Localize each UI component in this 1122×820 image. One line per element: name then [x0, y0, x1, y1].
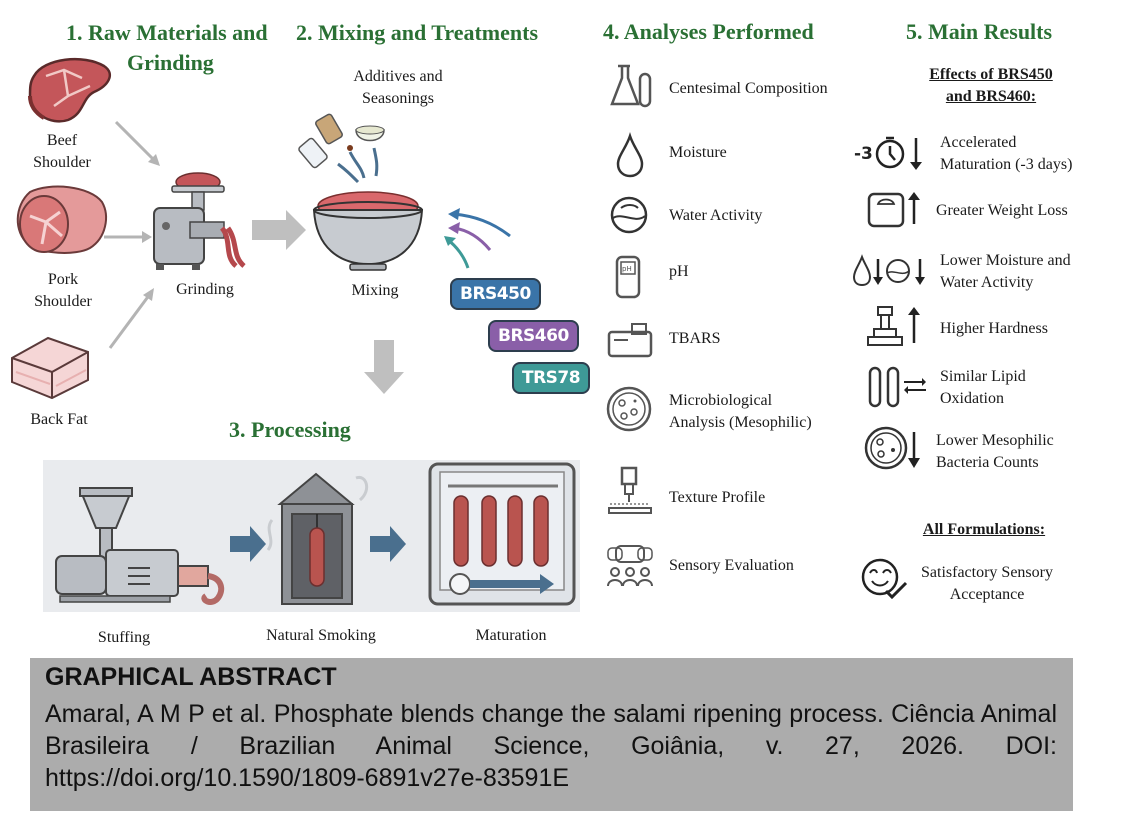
analysis-microbiological-l2: Analysis (Mesophilic)	[669, 414, 812, 431]
analysis-moisture: Moisture	[669, 144, 727, 161]
treatment-badge-brs460: BRS460	[488, 320, 579, 352]
section-4-title: 4. Analyses Performed	[603, 19, 814, 44]
result-accelerated-maturation: Accelerated Maturation (-3 days)	[940, 132, 1072, 176]
beef-label: Beef Shoulder	[22, 130, 102, 174]
meat-grinder-icon	[153, 172, 246, 270]
analysis-centesimal: Centesimal Composition	[669, 80, 828, 97]
svg-text:pH: pH	[622, 265, 632, 273]
result-similar-lipid-l1: Similar Lipid	[940, 368, 1026, 385]
results-subtitle: Effects of BRS450 and BRS460:	[910, 64, 1072, 108]
mixing-bowl-icon	[312, 191, 424, 271]
maturation-label: Maturation	[475, 627, 547, 644]
pork-label-l1: Pork	[47, 271, 79, 288]
result-lower-mesophilic: Lower Mesophilic Bacteria Counts	[936, 430, 1054, 474]
result-similar-lipid-l2: Oxidation	[940, 390, 1004, 407]
analysis-tbars: TBARS	[669, 330, 721, 347]
arrow-smoking-to-maturation	[370, 526, 406, 562]
beef-label-l2: Shoulder	[33, 154, 91, 171]
treatment-badge-trs78: TRS78	[512, 362, 591, 394]
result-lower-mesophilic-l1: Lower Mesophilic	[936, 432, 1054, 449]
hardness-tester-up-icon	[867, 306, 920, 346]
petri-dish-icon	[606, 386, 652, 432]
seasonings-icon	[298, 113, 385, 184]
beef-steak-icon	[28, 57, 112, 123]
result-accelerated-l2: Maturation (-3 days)	[940, 156, 1073, 173]
smokehouse-icon	[266, 472, 369, 605]
analysis-microbiological: Microbiological Analysis (Mesophilic)	[669, 390, 812, 434]
pork-label-l2: Shoulder	[34, 293, 92, 310]
citation-text: Amaral, A M P et al. Phosphate blends ch…	[45, 700, 1057, 792]
result-accelerated-l1: Accelerated	[940, 134, 1017, 151]
section-3-title: 3. Processing	[229, 417, 351, 442]
spectrophotometer-icon	[607, 323, 653, 358]
result-sensory-acceptance: Satisfactory Sensory Acceptance	[912, 562, 1062, 606]
treatment-arrows	[444, 208, 511, 269]
citation-box: GRAPHICAL ABSTRACT Amaral, A M P et al. …	[30, 658, 1073, 811]
results-subtitle-l1: Effects of BRS450	[929, 66, 1053, 83]
additives-label-l1: Additives and	[353, 68, 443, 85]
result-greater-weight-loss: Greater Weight Loss	[936, 202, 1068, 219]
result-lower-moisture-l1: Lower Moisture and	[940, 252, 1071, 269]
arrow-mixing-to-processing	[364, 340, 404, 394]
test-tubes-equal-icon	[868, 366, 926, 408]
sensory-panel-icon	[607, 545, 653, 587]
natural-smoking-label: Natural Smoking	[266, 627, 376, 644]
stuffer-icon	[55, 487, 225, 605]
minus3-badge: -3	[854, 144, 873, 164]
texture-analyzer-icon	[608, 466, 652, 514]
water-activity-icon	[610, 196, 648, 234]
graphical-abstract-title: GRAPHICAL ABSTRACT	[45, 663, 337, 691]
result-higher-hardness: Higher Hardness	[940, 320, 1048, 337]
result-lower-moisture-l2: Water Activity	[940, 274, 1034, 291]
treatment-badge-brs450: BRS450	[450, 278, 541, 310]
analysis-texture: Texture Profile	[669, 489, 766, 506]
analysis-microbiological-l1: Microbiological	[669, 392, 773, 409]
moisture-aw-down-icon	[852, 254, 925, 287]
analysis-sensory: Sensory Evaluation	[669, 557, 794, 574]
grinding-label: Grinding	[176, 281, 234, 298]
result-lower-moisture: Lower Moisture and Water Activity	[940, 250, 1071, 294]
back-fat-label: Back Fat	[30, 411, 88, 428]
arrow-fat-to-grinder	[108, 293, 152, 349]
lab-flask-icon	[610, 64, 652, 108]
analysis-ph: pH	[669, 263, 689, 280]
satisfied-face-check-icon	[861, 558, 908, 600]
result-sensory-acceptance-l1: Satisfactory Sensory	[921, 564, 1053, 581]
all-formulations-title: All Formulations:	[922, 521, 1046, 538]
feed-arrows	[104, 120, 160, 349]
pork-shoulder-icon	[16, 185, 107, 254]
section-5-title: 5. Main Results	[906, 19, 1053, 44]
analysis-water-activity: Water Activity	[669, 207, 763, 224]
back-fat-icon	[11, 336, 89, 400]
additives-label-l2: Seasonings	[362, 90, 434, 107]
result-similar-lipid: Similar Lipid Oxidation	[940, 366, 1026, 410]
pork-label: Pork Shoulder	[22, 269, 104, 313]
result-lower-mesophilic-l2: Bacteria Counts	[936, 454, 1039, 471]
section-2-title: 2. Mixing and Treatments	[296, 20, 539, 45]
mixing-label: Mixing	[351, 282, 399, 299]
beef-label-l1: Beef	[46, 132, 78, 149]
additives-label: Additives and Seasonings	[338, 66, 458, 110]
water-drop-icon	[616, 132, 644, 178]
section-1-title-line2: Grinding	[127, 50, 214, 75]
arrow-beef-to-grinder	[114, 120, 158, 164]
stuffing-label: Stuffing	[97, 629, 151, 646]
section-1-title: 1. Raw Materials and	[66, 20, 268, 45]
weighing-scale-icon	[867, 192, 920, 228]
maturation-chamber-icon	[428, 462, 576, 606]
ph-meter-icon: pH	[615, 255, 641, 299]
petri-dish-down-icon	[864, 426, 920, 470]
arrow-grinder-to-mixing	[252, 210, 306, 250]
stopwatch-minus3-icon: -3	[854, 136, 922, 170]
result-sensory-acceptance-l2: Acceptance	[949, 586, 1025, 603]
arrow-stuffing-to-smoking	[230, 526, 266, 562]
results-subtitle-l2: and BRS460:	[945, 88, 1037, 105]
